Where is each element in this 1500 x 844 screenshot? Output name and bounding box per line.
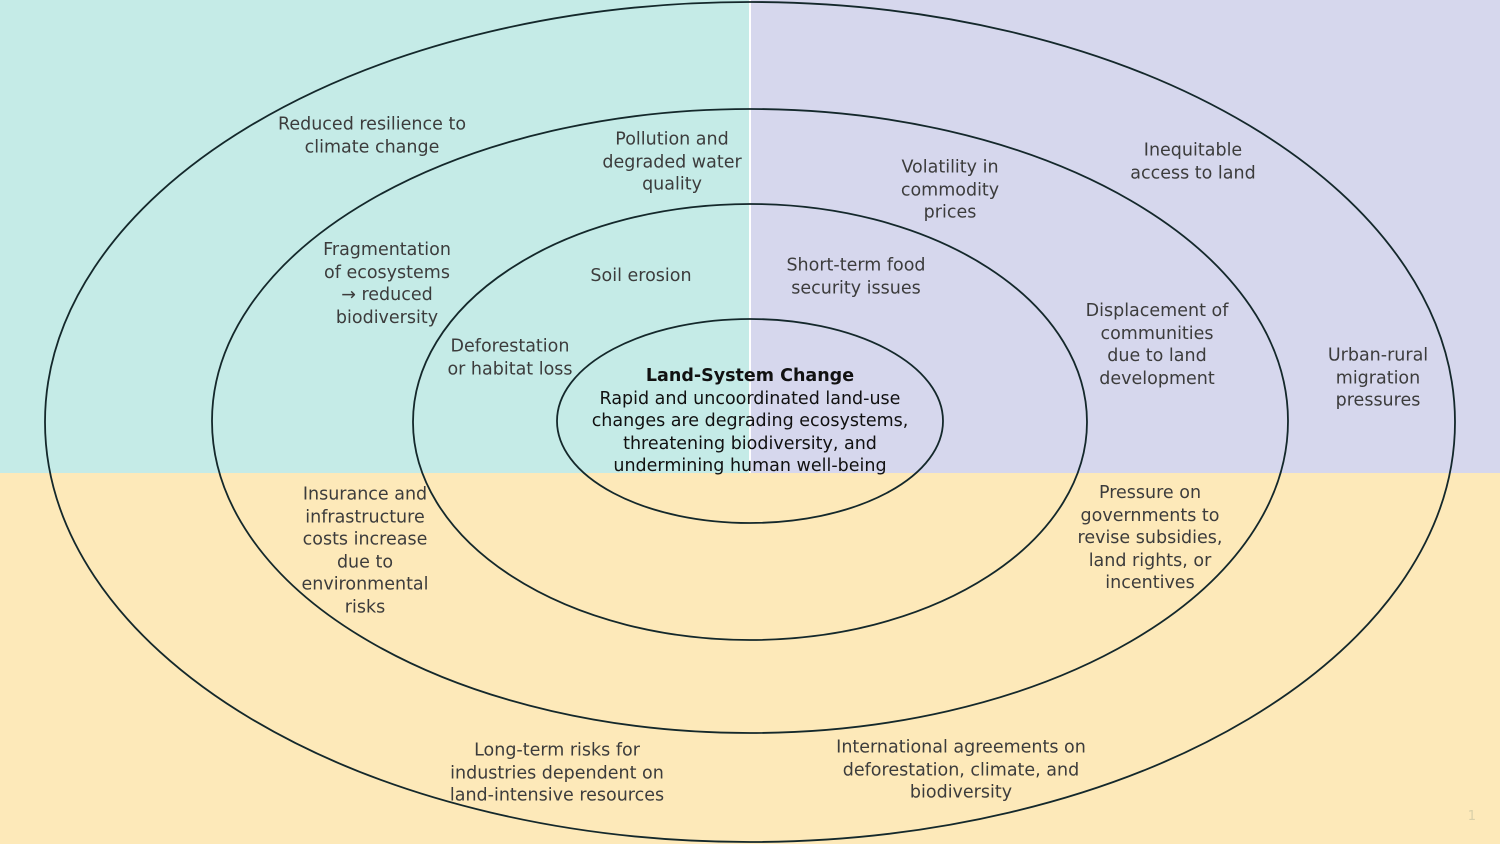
quadrant-divider xyxy=(749,0,751,473)
second-ring xyxy=(412,203,1088,641)
outer-ring xyxy=(44,1,1456,843)
center-description: Rapid and uncoordinated land-use changes… xyxy=(591,388,909,476)
page-number: 1 xyxy=(1467,809,1476,824)
social-quadrant xyxy=(751,0,1500,473)
environment-quadrant xyxy=(0,0,750,473)
label-soil-erosion: Soil erosion xyxy=(590,265,692,286)
center-title: Land-System Change xyxy=(645,365,855,386)
center-block: Land-System Change Rapid and uncoordinat… xyxy=(585,365,915,478)
third-ring xyxy=(211,108,1289,734)
inner-ring xyxy=(556,318,944,524)
